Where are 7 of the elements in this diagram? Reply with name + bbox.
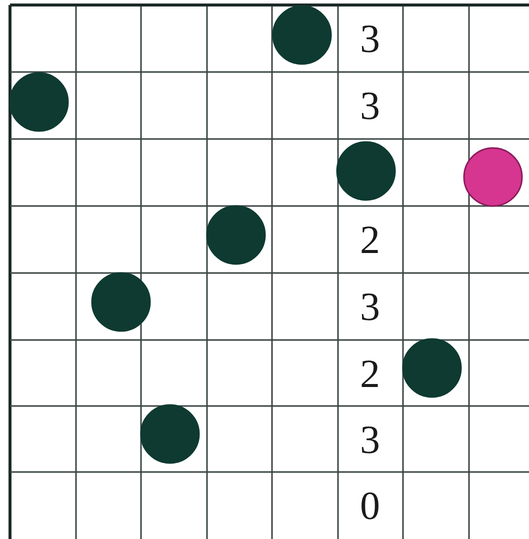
row-count: 3 [359,86,381,126]
row-count: 3 [359,19,381,59]
row-count: 2 [359,354,381,394]
row-count: 3 [359,287,381,327]
row-count: 3 [359,420,381,460]
row-count: 2 [359,220,381,260]
row-count: 0 [359,486,381,526]
